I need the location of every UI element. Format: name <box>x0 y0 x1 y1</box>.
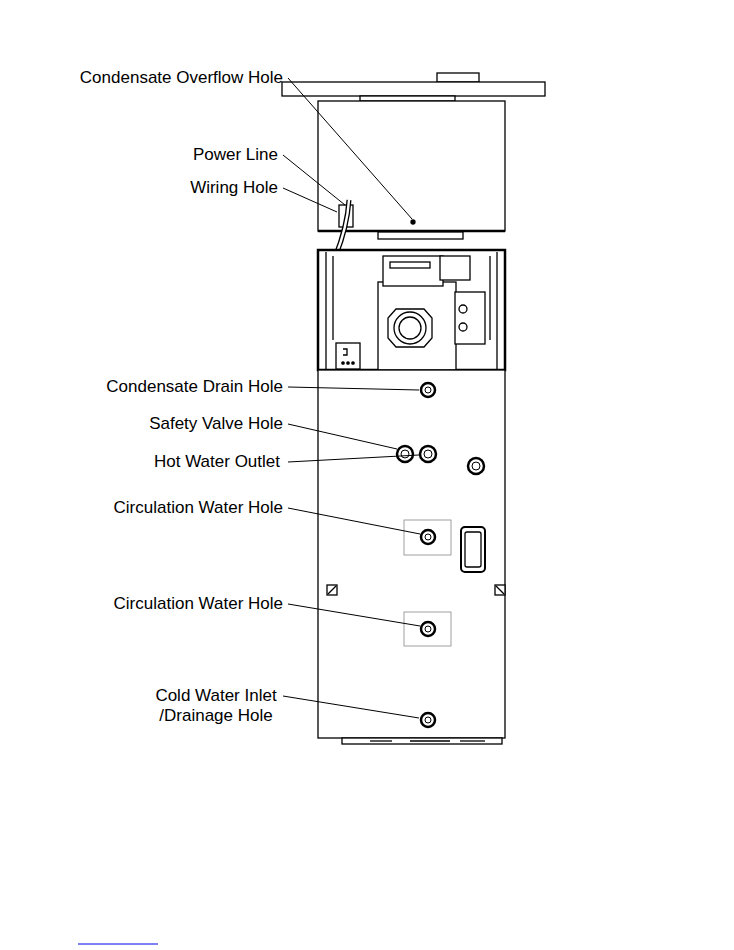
pipe-port <box>472 462 480 470</box>
part-label: Cold Water Inlet /Drainage Hole <box>150 686 282 726</box>
pipe-port <box>425 534 431 540</box>
water-tank <box>328 586 336 594</box>
compressor-section <box>342 362 344 364</box>
pipe-port <box>401 450 409 458</box>
compressor-section <box>459 305 467 313</box>
top-cover <box>282 82 545 96</box>
part-label: Hot Water Outlet <box>154 452 280 472</box>
top-cover <box>282 73 545 239</box>
water-tank <box>318 370 505 744</box>
compressor-section <box>489 256 490 340</box>
water-tank <box>318 370 505 738</box>
compressor-section <box>336 343 360 369</box>
leader-line <box>288 424 397 449</box>
compressor-section <box>390 262 430 268</box>
leader-line <box>288 387 419 390</box>
link-underline <box>78 944 158 945</box>
water-tank <box>461 527 485 572</box>
pipe-port <box>421 530 435 544</box>
leader-line <box>283 78 420 718</box>
compressor-section <box>440 256 470 280</box>
water-tank <box>496 586 504 594</box>
overflow-hole <box>411 220 415 224</box>
leader-line <box>288 604 420 626</box>
pipe-port <box>425 717 431 723</box>
top-cover <box>360 96 455 101</box>
part-label: Condensate Overflow Hole <box>80 68 283 88</box>
pipe-port <box>425 626 431 632</box>
leader-line <box>288 78 412 219</box>
leader-line <box>283 696 419 718</box>
compressor-section <box>318 250 505 370</box>
leader-line <box>288 455 419 462</box>
part-label: Safety Valve Hole <box>149 414 283 434</box>
pipe-port <box>421 622 435 636</box>
water-tank <box>404 612 451 646</box>
pipe-port <box>424 450 432 458</box>
pipe-port <box>397 383 484 727</box>
compressor-section <box>332 256 333 340</box>
water-tank <box>370 740 392 741</box>
part-label: Wiring Hole <box>190 178 278 198</box>
compressor-section <box>318 250 505 370</box>
part-label: Power Line <box>193 145 278 165</box>
compressor-section <box>378 282 456 370</box>
compressor-section <box>347 362 349 364</box>
water-tank <box>342 738 502 744</box>
pipe-port <box>425 387 431 393</box>
compressor-section <box>352 362 354 364</box>
top-cover <box>437 73 479 82</box>
leader-line <box>288 508 420 534</box>
compressor-section <box>383 256 443 286</box>
compressor-section <box>394 312 426 344</box>
compressor-section <box>496 252 497 370</box>
pipe-port <box>468 458 484 474</box>
pipe-port <box>421 383 435 397</box>
water-tank <box>404 520 451 555</box>
water-tank <box>495 585 505 595</box>
leader-line <box>283 155 345 205</box>
leader-line <box>283 188 337 212</box>
water-tank <box>327 585 337 595</box>
compressor-section <box>455 292 485 344</box>
part-label: Condensate Drain Hole <box>106 377 283 397</box>
compressor-section <box>459 323 467 331</box>
top-cover <box>378 232 463 239</box>
pipe-port <box>421 713 435 727</box>
compressor-section <box>343 349 347 355</box>
water-tank <box>465 532 481 567</box>
water-tank <box>460 740 485 741</box>
part-label: Circulation Water Hole <box>114 498 283 518</box>
compressor-section <box>325 252 326 370</box>
pipe-port <box>420 446 436 462</box>
pipe-port <box>397 446 413 462</box>
water-tank <box>410 740 450 741</box>
compressor-section <box>399 317 421 339</box>
compressor-section <box>388 309 432 347</box>
part-label: Circulation Water Hole <box>114 594 283 614</box>
